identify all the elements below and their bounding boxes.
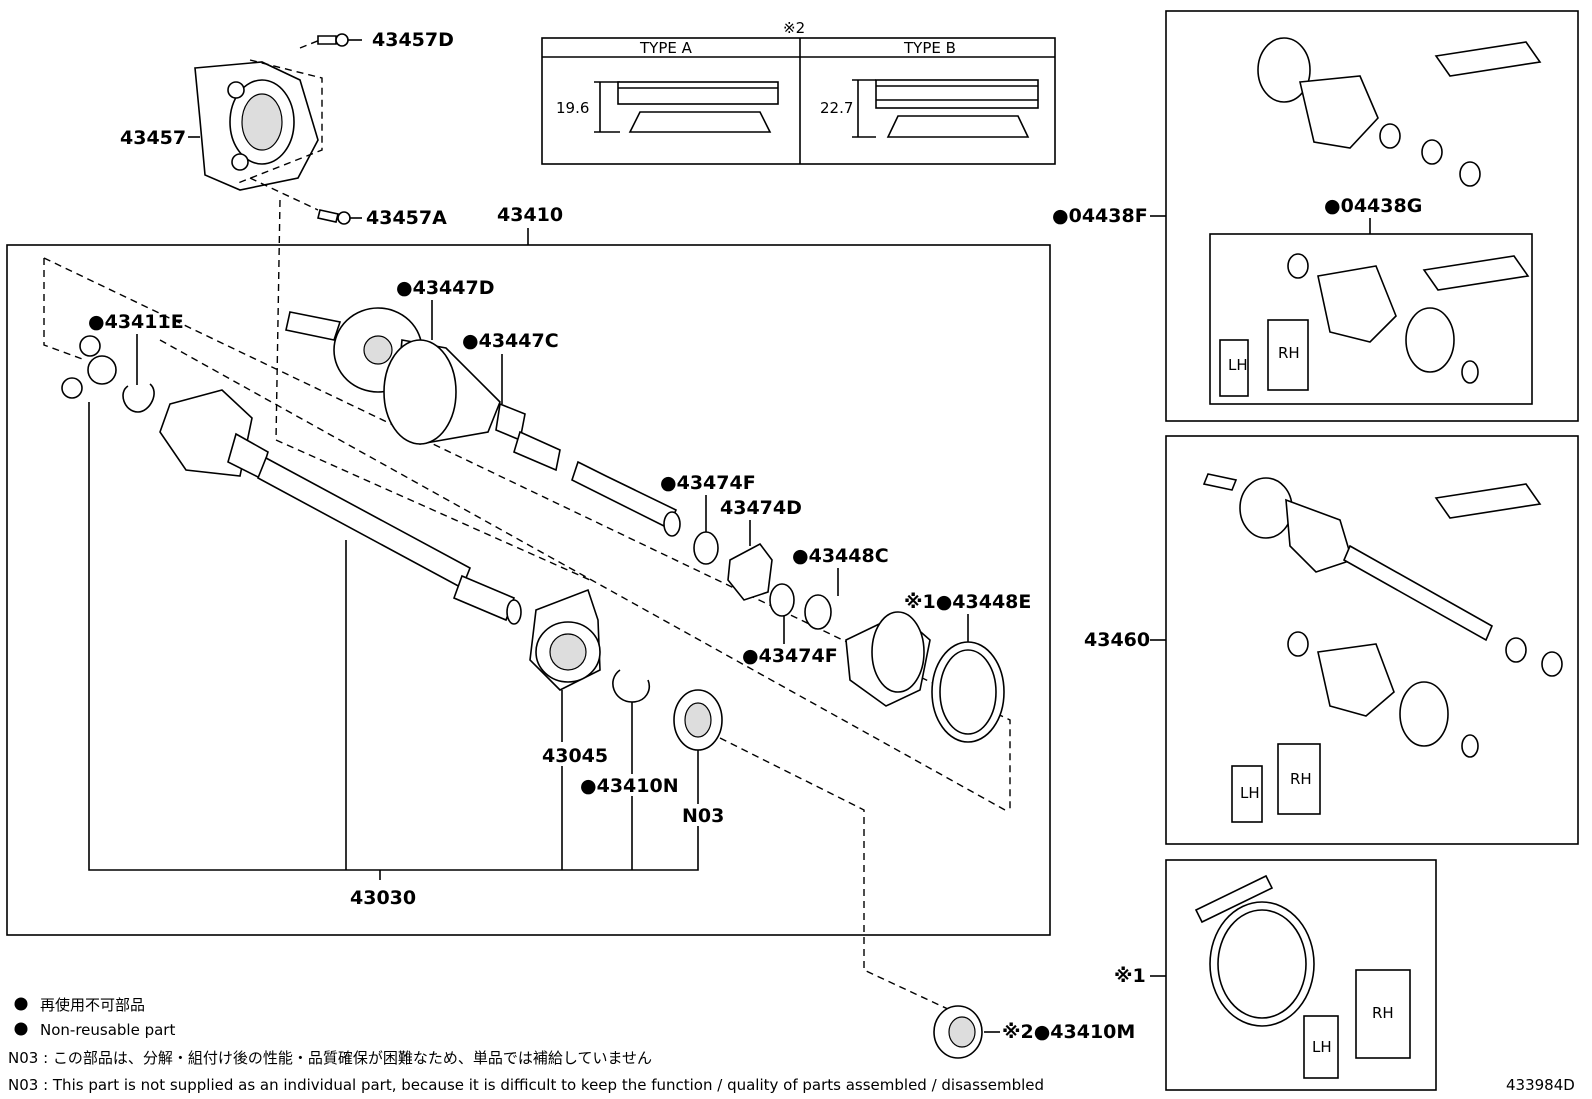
label-43447C-text: 43447C: [479, 330, 559, 352]
kit-mark1-box: LH RH: [1150, 859, 1437, 1091]
label-43474F-top: ●43474F: [660, 472, 756, 494]
kit-G-lh-card: LH: [1228, 356, 1248, 374]
label-43448E: ※1●43448E: [904, 591, 1031, 613]
seal-43410M: [933, 1005, 983, 1059]
inboard-shaft-assembly: [159, 389, 723, 751]
label-43448C-text: 43448C: [809, 545, 889, 567]
type-table: ※2 TYPE A TYPE B 19.6 22.7: [541, 19, 1056, 165]
mark-1-43448E: ※1: [904, 591, 936, 613]
label-43045: 43045: [542, 745, 608, 767]
type-b-header: TYPE B: [903, 39, 956, 57]
label-43410N: ●43410N: [580, 775, 679, 797]
type-b-dimension: 22.7: [820, 99, 853, 117]
label-43447C: ●43447C: [462, 330, 559, 352]
label-04438G-text: 04438G: [1341, 195, 1423, 217]
boot-and-clamps: [693, 531, 1005, 743]
kit-G-rh-card: RH: [1278, 344, 1300, 362]
label-43457D: 43457D: [372, 29, 454, 51]
tripod-43411E: [61, 335, 155, 413]
legend-en: Non-reusable part: [40, 1021, 175, 1039]
label-43474F-bottom-text: 43474F: [759, 645, 838, 667]
label-04438G: ●04438G: [1324, 195, 1422, 217]
kit-04438F-box: LH RH: [1150, 10, 1579, 422]
outboard-shaft-assembly: [285, 307, 681, 537]
label-43474F-bottom: ●43474F: [742, 645, 838, 667]
legend-dot-en: [14, 1022, 28, 1036]
note-n03-jp: N03 : この部品は、分解・組付け後の性能・品質確保が困難なため、単品では補給…: [8, 1049, 652, 1067]
legend: 再使用不可部品 Non-reusable part N03 : この部品は、分解…: [8, 996, 1575, 1094]
label-04438F: ●04438F: [1052, 205, 1148, 227]
label-43448C: ●43448C: [792, 545, 889, 567]
label-04438F-text: 04438F: [1069, 205, 1148, 227]
main-assembly-frame: 43410: [6, 204, 1051, 936]
label-43410: 43410: [497, 204, 563, 226]
label-43474D: 43474D: [720, 497, 802, 519]
label-43410M-text: 43410M: [1050, 1021, 1135, 1043]
note-n03-en: N03 : This part is not supplied as an in…: [8, 1076, 1044, 1094]
figure-id: 433984D: [1506, 1076, 1575, 1094]
label-43448E-text: 43448E: [952, 591, 1031, 613]
label-43030: 43030: [350, 887, 416, 909]
mark-2-43410M: ※2: [1002, 1021, 1034, 1043]
legend-jp: 再使用不可部品: [40, 996, 145, 1014]
kit-43460-rh-card: RH: [1290, 770, 1312, 788]
label-43447D-text: 43447D: [413, 277, 495, 299]
kit-mark1-rh-card: RH: [1372, 1004, 1394, 1022]
label-43460: 43460: [1084, 629, 1150, 651]
label-N03: N03: [682, 805, 724, 827]
type-table-mark: ※2: [783, 19, 805, 37]
label-43447D: ●43447D: [396, 277, 494, 299]
type-a-header: TYPE A: [639, 39, 693, 57]
type-a-dimension: 19.6: [556, 99, 589, 117]
kit-43460-lh-card: LH: [1240, 784, 1260, 802]
label-43474F-top-text: 43474F: [677, 472, 756, 494]
label-43457A: 43457A: [366, 207, 447, 229]
kit-43460-box: LH RH: [1150, 435, 1579, 845]
label-43411E-text: 43411E: [105, 311, 184, 333]
label-43410M: ※2●43410M: [1002, 1021, 1135, 1043]
kit-mark1-lh-card: LH: [1312, 1038, 1332, 1056]
legend-dot-jp: [14, 997, 28, 1011]
label-43411E: ●43411E: [88, 311, 184, 333]
label-43410N-text: 43410N: [597, 775, 679, 797]
label-kit-mark1: ※1: [1114, 965, 1146, 987]
label-43457: 43457: [120, 127, 186, 149]
bracket-43457-group: [188, 33, 362, 441]
